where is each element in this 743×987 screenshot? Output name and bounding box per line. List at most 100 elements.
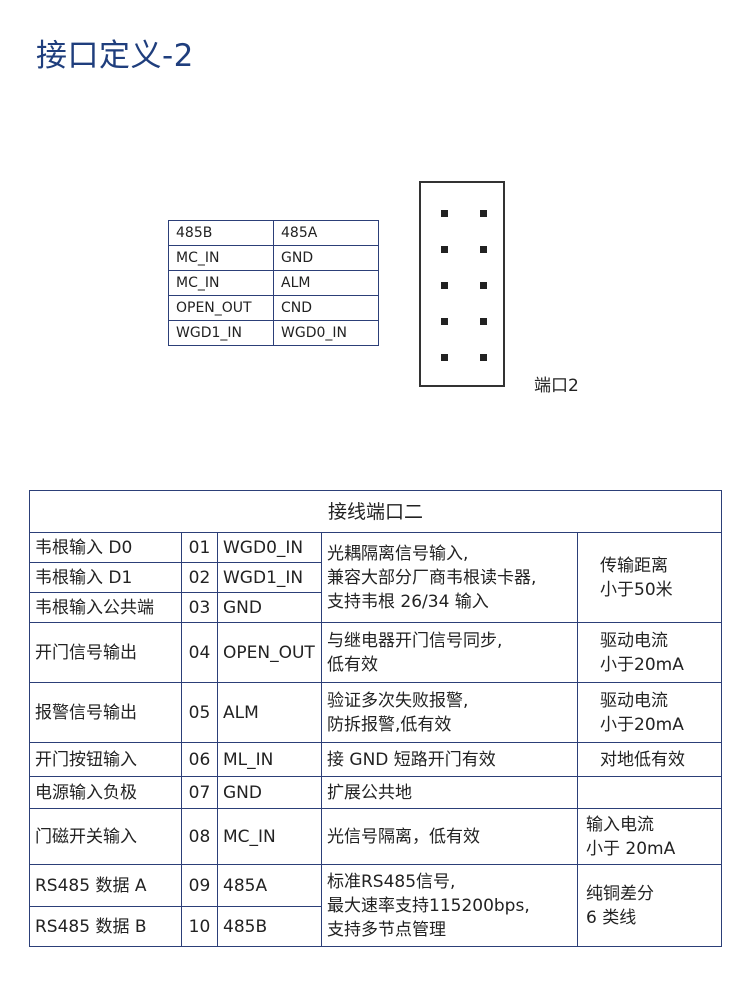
table-header: 接线端口二: [29, 490, 722, 533]
pin-left-label: MC_IN: [168, 245, 274, 271]
pin-right-label: ALM: [273, 270, 379, 296]
signal-code: ML_IN: [217, 742, 322, 777]
table-row: RS485 数据 B 10 485B: [29, 906, 722, 947]
pin-number: 06: [181, 742, 218, 777]
connector-pin: [480, 354, 487, 361]
description-line: 低有效: [327, 654, 378, 675]
pin-map-row: 485B 485A: [168, 220, 379, 246]
limit-line: 小于 20mA: [586, 838, 676, 859]
signal-code: ALM: [217, 682, 322, 743]
signal-name: 门磁开关输入: [29, 808, 182, 865]
pin-number: 02: [181, 562, 218, 593]
signal-code: 485B: [217, 906, 322, 947]
table-row: 韦根输入公共端 03 GND: [29, 592, 722, 623]
table-row: RS485 数据 A 09 485A 标准RS485信号, 最大速率支持1152…: [29, 864, 722, 947]
pin-number: 09: [181, 864, 218, 907]
description-line: 支持多节点管理: [327, 919, 446, 940]
signal-description: 标准RS485信号, 最大速率支持115200bps, 支持多节点管理: [321, 864, 578, 947]
limit-line: 小于20mA: [600, 714, 684, 735]
port-label: 端口2: [534, 376, 579, 396]
signal-code: GND: [217, 592, 322, 623]
pin-left-label: WGD1_IN: [168, 320, 274, 346]
signal-description: 光信号隔离，低有效: [321, 808, 578, 865]
description-line: 光耦隔离信号输入,: [327, 543, 469, 564]
table-header-row: 接线端口二: [29, 490, 722, 533]
pin-right-label: WGD0_IN: [273, 320, 379, 346]
description-line: 验证多次失败报警,: [327, 690, 469, 711]
connector-pin: [441, 210, 448, 217]
signal-name: 开门信号输出: [29, 622, 182, 683]
limit-line: 输入电流: [586, 814, 654, 835]
signal-limit: [577, 776, 722, 809]
pin-number: 07: [181, 776, 218, 809]
limit-line: 小于50米: [600, 579, 673, 600]
signal-limit: 输入电流 小于 20mA: [577, 808, 722, 865]
pin-number: 04: [181, 622, 218, 683]
pin-number: 05: [181, 682, 218, 743]
signal-description: 接 GND 短路开门有效: [321, 742, 578, 777]
signal-name: 韦根输入公共端: [29, 592, 182, 623]
table-row: 报警信号输出 05 ALM 验证多次失败报警, 防拆报警,低有效 驱动电流 小于…: [29, 682, 722, 743]
pin-number: 03: [181, 592, 218, 623]
pin-map-row: MC_IN GND: [168, 245, 379, 271]
table-row: 韦根输入 D1 02 WGD1_IN: [29, 562, 722, 593]
wiring-table: 接线端口二 韦根输入 D0 01 WGD0_IN 光耦隔离信号输入, 兼容大部分…: [29, 490, 722, 947]
signal-code: WGD0_IN: [217, 532, 322, 563]
connector-pin: [441, 282, 448, 289]
table-row: 门磁开关输入 08 MC_IN 光信号隔离，低有效 输入电流 小于 20mA: [29, 808, 722, 865]
description-line: 标准RS485信号,: [327, 871, 456, 892]
connector-pin: [480, 318, 487, 325]
signal-code: MC_IN: [217, 808, 322, 865]
description-line: 防拆报警,低有效: [327, 714, 452, 735]
description-line: 最大速率支持115200bps,: [327, 895, 530, 916]
description-line: 支持韦根 26/34 输入: [327, 591, 489, 612]
signal-description: 验证多次失败报警, 防拆报警,低有效: [321, 682, 578, 743]
pin-number: 08: [181, 808, 218, 865]
table-row: 开门信号输出 04 OPEN_OUT 与继电器开门信号同步, 低有效 驱动电流 …: [29, 622, 722, 683]
signal-name: 开门按钮输入: [29, 742, 182, 777]
pin-map-row: MC_IN ALM: [168, 270, 379, 296]
pin-right-label: GND: [273, 245, 379, 271]
table-row: 韦根输入 D0 01 WGD0_IN 光耦隔离信号输入, 兼容大部分厂商韦根读卡…: [29, 532, 722, 623]
signal-description: 与继电器开门信号同步, 低有效: [321, 622, 578, 683]
pin-number: 01: [181, 532, 218, 563]
signal-name: 韦根输入 D1: [29, 562, 182, 593]
signal-description: 光耦隔离信号输入, 兼容大部分厂商韦根读卡器, 支持韦根 26/34 输入: [321, 532, 578, 623]
connector-diagram: [419, 181, 505, 387]
pin-left-label: OPEN_OUT: [168, 295, 274, 321]
signal-name: RS485 数据 B: [29, 906, 182, 947]
connector-pin: [441, 354, 448, 361]
description-line: 兼容大部分厂商韦根读卡器,: [327, 567, 537, 588]
pin-map-table: 485B 485A MC_IN GND MC_IN ALM OPEN_OUT C…: [168, 220, 379, 346]
connector-pin: [441, 246, 448, 253]
pin-map-row: WGD1_IN WGD0_IN: [168, 320, 379, 346]
pin-left-label: 485B: [168, 220, 274, 246]
signal-limit: 驱动电流 小于20mA: [577, 682, 722, 743]
table-row: 开门按钮输入 06 ML_IN 接 GND 短路开门有效 对地低有效: [29, 742, 722, 777]
pin-map-row: OPEN_OUT CND: [168, 295, 379, 321]
signal-code: WGD1_IN: [217, 562, 322, 593]
signal-code: GND: [217, 776, 322, 809]
signal-limit: 纯铜差分 6 类线: [577, 864, 722, 947]
signal-code: 485A: [217, 864, 322, 907]
signal-code: OPEN_OUT: [217, 622, 322, 683]
limit-line: 传输距离: [600, 555, 668, 576]
pin-left-label: MC_IN: [168, 270, 274, 296]
limit-line: 驱动电流: [600, 630, 668, 651]
connector-pin: [480, 282, 487, 289]
page-title: 接口定义-2: [36, 38, 194, 74]
signal-limit: 驱动电流 小于20mA: [577, 622, 722, 683]
limit-line: 6 类线: [586, 907, 637, 928]
connector-pin: [480, 246, 487, 253]
signal-name: 韦根输入 D0: [29, 532, 182, 563]
signal-limit: 对地低有效: [577, 742, 722, 777]
limit-line: 驱动电流: [600, 690, 668, 711]
limit-line: 纯铜差分: [586, 883, 654, 904]
signal-description: 扩展公共地: [321, 776, 578, 809]
pin-right-label: CND: [273, 295, 379, 321]
description-line: 与继电器开门信号同步,: [327, 630, 503, 651]
pin-number: 10: [181, 906, 218, 947]
connector-pin: [441, 318, 448, 325]
signal-name: 电源输入负极: [29, 776, 182, 809]
signal-name: RS485 数据 A: [29, 864, 182, 907]
